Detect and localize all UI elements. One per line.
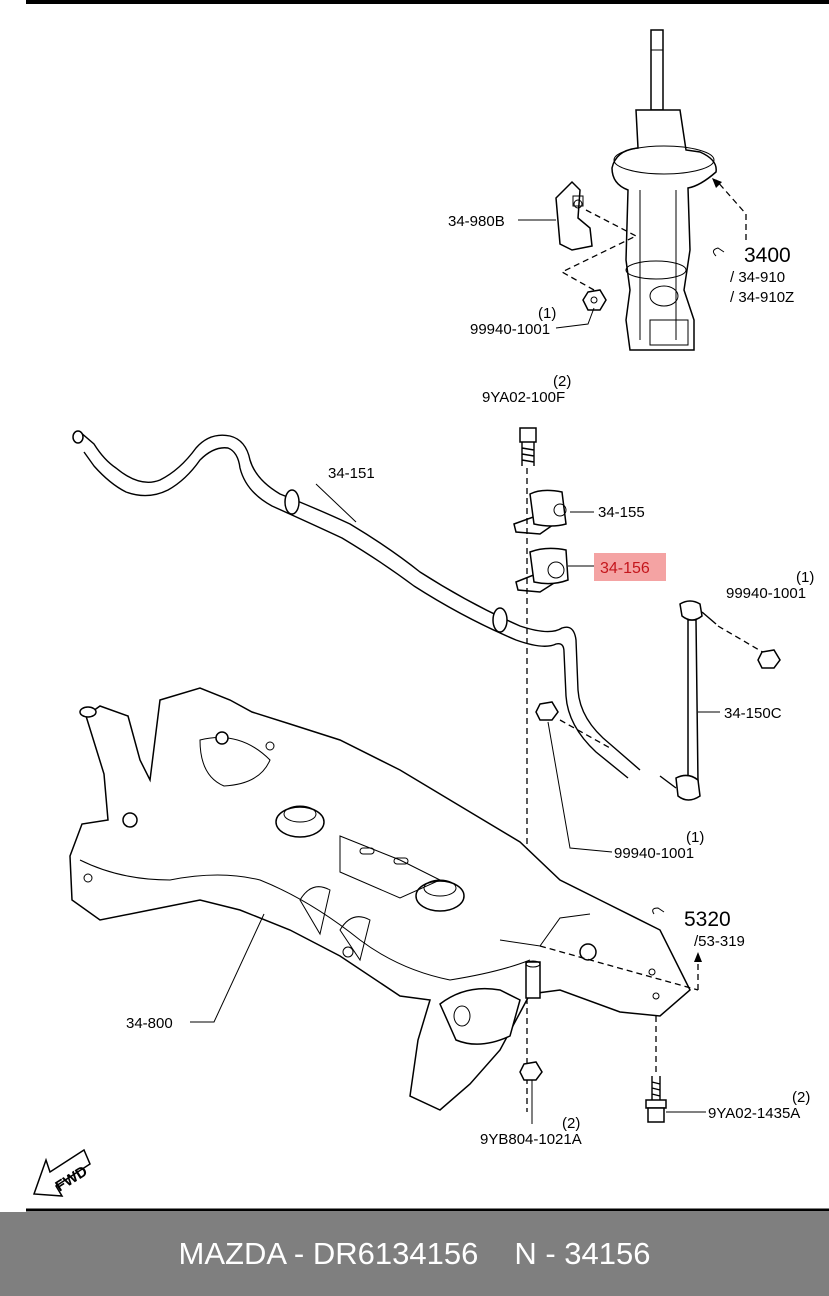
bushing-part	[515, 547, 569, 593]
highlight-box	[594, 553, 666, 581]
label-34-910: / 34-910	[730, 269, 785, 286]
label-34-910z: / 34-910Z	[730, 289, 794, 306]
label-strut-nut-qty: (1)	[538, 305, 556, 322]
strut-nut-part	[582, 289, 607, 311]
label-34-155: 34-155	[598, 504, 645, 521]
label-link-nut: 99940-1001	[726, 585, 806, 602]
label-34-151: 34-151	[328, 465, 375, 482]
label-lower-nut: 99940-1001	[614, 845, 694, 862]
crossmember-part	[69, 687, 691, 1111]
label-5320: 5320	[684, 908, 731, 931]
label-lower-nut-qty: (1)	[686, 829, 704, 846]
label-53-319: /53-319	[694, 933, 745, 950]
strut-assembly	[611, 29, 717, 351]
label-bolt-bottom-qty: (2)	[792, 1089, 810, 1106]
stabilizer-bar-part	[72, 430, 641, 779]
label-strut-nut: 99940-1001	[470, 321, 550, 338]
link-nut-part	[757, 649, 781, 669]
footer-part-number: MAZDA - DR6134156	[178, 1236, 479, 1271]
lower-nut-part	[535, 701, 559, 721]
bolt-top-part	[519, 427, 537, 466]
parts-diagram: 34-980B (1) 99940-1001 3400 / 34-910 / 3…	[26, 0, 829, 1212]
strut-bracket-part	[555, 180, 593, 251]
nut-bottom-part	[519, 1061, 543, 1081]
label-link-nut-qty: (1)	[796, 569, 814, 586]
label-bolt-top-qty: (2)	[553, 373, 571, 390]
label-9ya02-100f: 9YA02-100F	[482, 389, 565, 406]
label-34-980b: 34-980B	[448, 213, 505, 230]
stabilizer-link-part	[659, 600, 717, 801]
label-3400: 3400	[744, 244, 791, 267]
label-34-150c: 34-150C	[724, 705, 782, 722]
label-9yb804-1021a: 9YB804-1021A	[480, 1131, 582, 1148]
label-34-800: 34-800	[126, 1015, 173, 1032]
part-footer: MAZDA - DR6134156 N - 34156	[0, 1212, 829, 1296]
label-9ya02-1435a: 9YA02-1435A	[708, 1105, 800, 1122]
bolt-bottom-part	[645, 1076, 667, 1123]
label-nut-bottom-qty: (2)	[562, 1115, 580, 1132]
bushing-bracket-part	[513, 489, 567, 535]
label-34-156: 34-156	[600, 560, 650, 577]
fwd-arrow-icon: FWD	[32, 1148, 91, 1197]
footer-ref-number: N - 34156	[514, 1236, 651, 1271]
